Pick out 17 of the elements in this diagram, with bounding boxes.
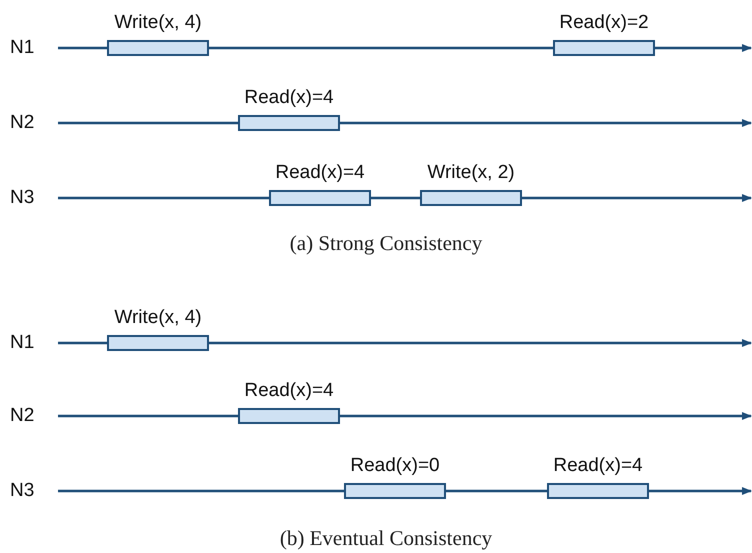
process-label: N2 [10,405,34,427]
process-label: N3 [10,480,34,502]
operation-label: Read(x)=4 [244,380,334,402]
figure-caption: (b) Eventual Consistency [280,526,492,550]
process-label: N1 [10,332,34,354]
operation-label: Write(x, 2) [427,162,515,184]
operation-label: Read(x)=2 [559,12,649,34]
process-label: N2 [10,112,34,134]
operation-label: Read(x)=4 [275,162,365,184]
process-label: N1 [10,37,34,59]
operation-label: Write(x, 4) [114,307,202,329]
operation-label: Read(x)=4 [553,455,643,477]
process-label: N3 [10,187,34,209]
figure-caption: (a) Strong Consistency [290,231,482,255]
operation-label: Write(x, 4) [114,12,202,34]
operation-label: Read(x)=0 [350,455,440,477]
operation-label: Read(x)=4 [244,87,334,109]
